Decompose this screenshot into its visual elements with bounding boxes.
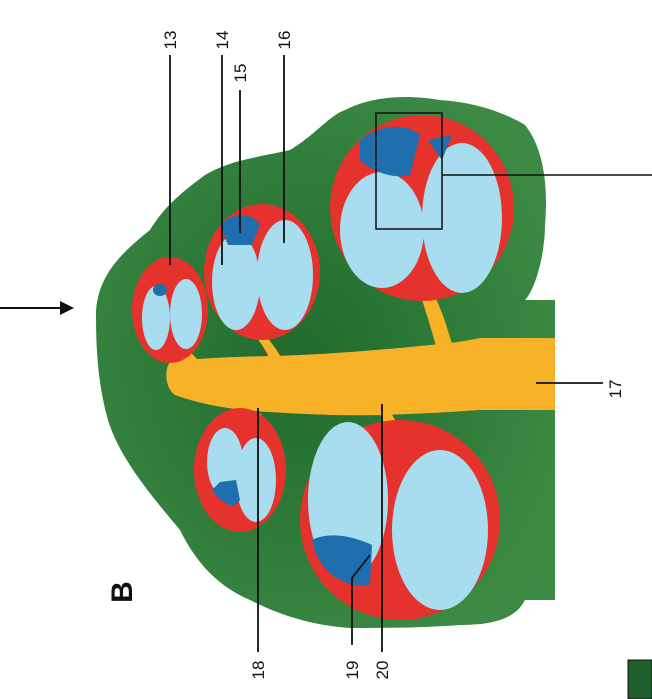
label-18: 18: [249, 661, 268, 680]
label-20: 20: [373, 661, 392, 680]
label-17: 17: [606, 380, 625, 399]
arrow-head: [60, 301, 74, 315]
label-13: 13: [161, 31, 180, 50]
alveolar-sac-13: [132, 257, 208, 363]
alveolar-sac-18: [194, 408, 286, 532]
adjacent-panel-edge: [628, 660, 652, 699]
label-15: 15: [231, 64, 250, 83]
alveolar-sac-top: [330, 115, 514, 301]
alveolar-sac-19-20: [300, 420, 500, 620]
label-16: 16: [275, 31, 294, 50]
label-14: 14: [213, 31, 232, 50]
panel-letter: B: [106, 581, 139, 603]
label-19: 19: [343, 661, 362, 680]
